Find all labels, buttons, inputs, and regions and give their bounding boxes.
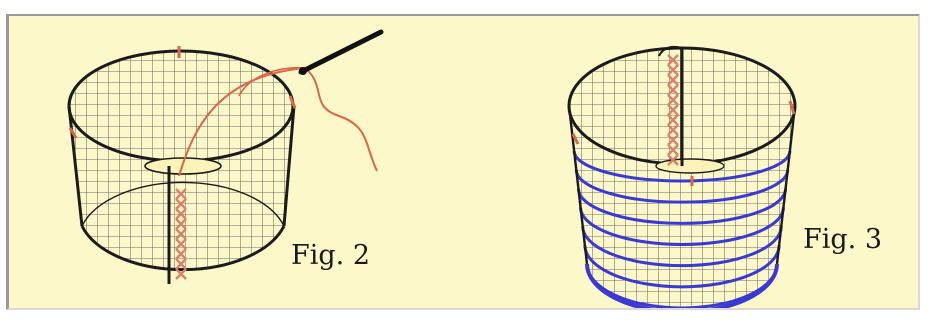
fig2-label: Fig. 2 (291, 240, 370, 271)
fig2-bottom-front-edge (80, 225, 286, 272)
fig2-cross-stitch (175, 238, 187, 250)
fig3-cross-stitch (667, 94, 679, 106)
fig3-rim-mark-left (571, 133, 580, 145)
fig3-bottom-inner (655, 158, 725, 174)
fig2-top-opening (67, 49, 295, 163)
fig2-rim-mark-right (288, 95, 297, 109)
fig3-label: Fig. 3 (803, 224, 882, 255)
fig2-cross-stitch (175, 198, 187, 210)
fig2-needle (298, 29, 384, 75)
fig2-rim-mark-left (68, 127, 78, 139)
fig3-seam-overlap (658, 46, 683, 57)
fig3-rim-mark-right (788, 100, 796, 115)
fig3-cross-stitch (667, 54, 679, 66)
fig3-wrap-coil (576, 188, 788, 225)
fig3-left-edge (567, 105, 589, 265)
fig2-right-edge (282, 105, 296, 227)
fig3-seam-stitches (667, 54, 679, 166)
fig2-cross-stitch (175, 268, 187, 280)
fig2-bottom-back-edge (81, 181, 285, 227)
fig2-cross-stitch (175, 248, 187, 260)
fig2-cylinder-side (69, 106, 294, 270)
fig2-cross-stitch (175, 258, 187, 270)
fig2-cylinder-illustration (67, 29, 384, 284)
fig3-cross-stitch (667, 144, 679, 156)
fig3-wrap-coil (579, 207, 785, 246)
fig3-cross-stitch (667, 64, 679, 76)
fig3-cross-stitch (667, 154, 679, 166)
fig3-wrap-coil (572, 150, 792, 183)
fig3-wrap-coil (574, 169, 790, 204)
fig3-bottom-rim-wrap (585, 263, 779, 308)
fig3-wrap-coil (581, 226, 783, 268)
fig2-cross-stitch (175, 218, 187, 230)
fig3-cylinder-illustration (567, 46, 797, 308)
illustration-panel: Fig. 2 Fig. 3 (6, 14, 920, 310)
fig2-seam-stitches (175, 188, 187, 280)
fig2-cross-stitch (175, 208, 187, 220)
fig2-needle-eye (299, 67, 307, 75)
fig2-thread (178, 66, 378, 177)
fig3-wrap-coils (572, 150, 792, 308)
fig2-left-edge (67, 105, 84, 227)
fig2-cross-stitch (175, 188, 187, 200)
fig3-cross-stitch (667, 84, 679, 96)
fig2-cross-stitch (175, 228, 187, 240)
fig2-thread-loop (238, 66, 306, 97)
fig3-cross-stitch (667, 104, 679, 116)
fig3-cross-stitch (667, 74, 679, 86)
fig3-right-edge (775, 105, 797, 265)
fig3-cross-stitch (667, 114, 679, 126)
fig3-cross-stitch (667, 134, 679, 146)
fig3-wrap-coil (583, 245, 781, 289)
illustration-canvas: Fig. 2 Fig. 3 (9, 16, 918, 308)
fig3-cross-stitch (667, 124, 679, 136)
